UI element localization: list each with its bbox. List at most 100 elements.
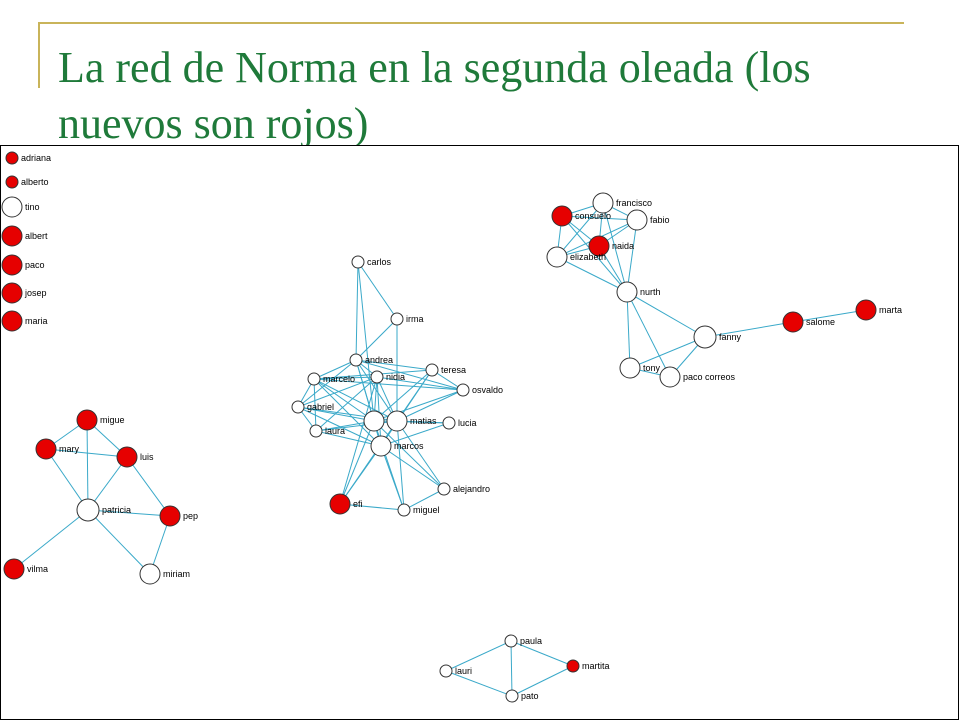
node-alberto: alberto — [5, 175, 49, 189]
edge-salome-marta — [792, 309, 867, 323]
node-layer: adriana alberto tino albert paco josep maria mi… — [1, 151, 902, 703]
node-circle-miriam — [139, 563, 161, 585]
node-label-alberto: alberto — [21, 177, 49, 187]
edge-marcelo-marcos — [313, 378, 382, 447]
node-laura: laura — [309, 424, 345, 438]
node-paco: paco — [1, 254, 45, 276]
node-circle-josep — [1, 282, 23, 304]
edge-laura-marcos — [315, 430, 382, 447]
node-circle-miguel — [397, 503, 411, 517]
edge-paula-lauri — [445, 640, 512, 672]
node-circle-alberto — [5, 175, 19, 189]
edge-mary-patricia — [45, 448, 89, 511]
edge-marcelo-osvaldo — [313, 378, 464, 391]
node-label-salome: salome — [806, 317, 835, 327]
node-tino: tino — [1, 196, 40, 218]
slide-title: La red de Norma en la segunda oleada (lo… — [58, 43, 811, 148]
node-label-albert: albert — [25, 231, 48, 241]
node-label-andrea: andrea — [365, 355, 393, 365]
node-circle-nidia — [370, 370, 384, 384]
node-circle-naida — [588, 235, 610, 257]
node-miriam: miriam — [139, 563, 190, 585]
node-label-paula: paula — [520, 636, 542, 646]
node-marcos: marcos — [370, 435, 424, 457]
node-circle-maria — [1, 310, 23, 332]
edge-nidia-laura — [315, 376, 378, 432]
node-label-marcelo: marcelo — [323, 374, 355, 384]
edge-center1-efi — [339, 420, 375, 505]
node-label-pato: pato — [521, 691, 539, 701]
node-circle-carlos — [351, 255, 365, 269]
node-vilma: vilma — [3, 558, 48, 580]
node-circle-migue — [76, 409, 98, 431]
node-label-consuelo: consuelo — [575, 211, 611, 221]
node-marcelo: marcelo — [307, 372, 355, 386]
edge-andrea-gabriel — [297, 359, 357, 408]
node-maria: maria — [1, 310, 48, 332]
edge-elizabeth-nurth — [556, 256, 628, 293]
title-frame-left — [38, 22, 40, 88]
node-label-josep: josep — [24, 288, 47, 298]
node-circle-center1 — [363, 410, 385, 432]
node-circle-luis — [116, 446, 138, 468]
edge-matias-osvaldo — [396, 389, 464, 422]
node-circle-paula — [504, 634, 518, 648]
edge-efi-miguel — [339, 503, 405, 511]
edge-patricia-pep — [87, 509, 171, 517]
node-andrea: andrea — [349, 353, 393, 367]
node-adriana: adriana — [5, 151, 51, 165]
node-paco_correos: paco correos — [659, 366, 736, 388]
edge-mary-luis — [45, 448, 128, 458]
node-migue: migue — [76, 409, 125, 431]
node-circle-patricia — [76, 498, 100, 522]
node-circle-nurth — [616, 281, 638, 303]
node-circle-andrea — [349, 353, 363, 367]
edge-marcos-alejandro — [380, 445, 445, 490]
node-circle-martita — [566, 659, 580, 673]
node-circle-adriana — [5, 151, 19, 165]
edge-paula-pato — [510, 640, 513, 697]
edge-nidia-gabriel — [297, 376, 378, 408]
node-carlos: carlos — [351, 255, 392, 269]
node-circle-lauri — [439, 664, 453, 678]
node-label-francisco: francisco — [616, 198, 652, 208]
edge-nurth-fanny — [626, 291, 706, 338]
node-label-mary: mary — [59, 444, 79, 454]
node-label-teresa: teresa — [441, 365, 466, 375]
node-circle-vilma — [3, 558, 25, 580]
node-circle-efi — [329, 493, 351, 515]
network-graph-panel — [0, 145, 959, 720]
edge-marcelo-matias — [313, 378, 398, 422]
edge-fanny-tony — [629, 336, 706, 369]
node-circle-fanny — [693, 325, 717, 349]
edge-nidia-osvaldo — [376, 376, 464, 391]
edge-andrea-marcelo — [313, 359, 357, 380]
node-albert: albert — [1, 225, 48, 247]
title-frame-top — [38, 22, 904, 24]
node-label-migue: migue — [100, 415, 125, 425]
node-circle-osvaldo — [456, 383, 470, 397]
edge-marcelo-nidia — [313, 376, 378, 380]
node-label-naida: naida — [612, 241, 634, 251]
node-martita: martita — [566, 659, 610, 673]
node-circle-tony — [619, 357, 641, 379]
node-irma: irma — [390, 312, 424, 326]
edge-lauri-pato — [445, 670, 513, 697]
edge-andrea-osvaldo — [355, 359, 464, 391]
node-naida: naida — [588, 235, 634, 257]
node-circle-marcelo — [307, 372, 321, 386]
node-lauri: lauri — [439, 664, 472, 678]
node-nidia: nidia — [370, 370, 405, 384]
node-circle-lucia — [442, 416, 456, 430]
edge-luis-pep — [126, 456, 171, 517]
edge-carlos-center1 — [357, 261, 375, 422]
node-label-gabriel: gabriel — [307, 402, 334, 412]
node-label-matias: matias — [410, 416, 437, 426]
node-luis: luis — [116, 446, 154, 468]
node-circle-matias — [386, 410, 408, 432]
node-circle-salome — [782, 311, 804, 333]
edge-marcelo-center1 — [313, 378, 375, 422]
node-label-osvaldo: osvaldo — [472, 385, 503, 395]
node-label-elizabeth: elizabeth — [570, 252, 606, 262]
